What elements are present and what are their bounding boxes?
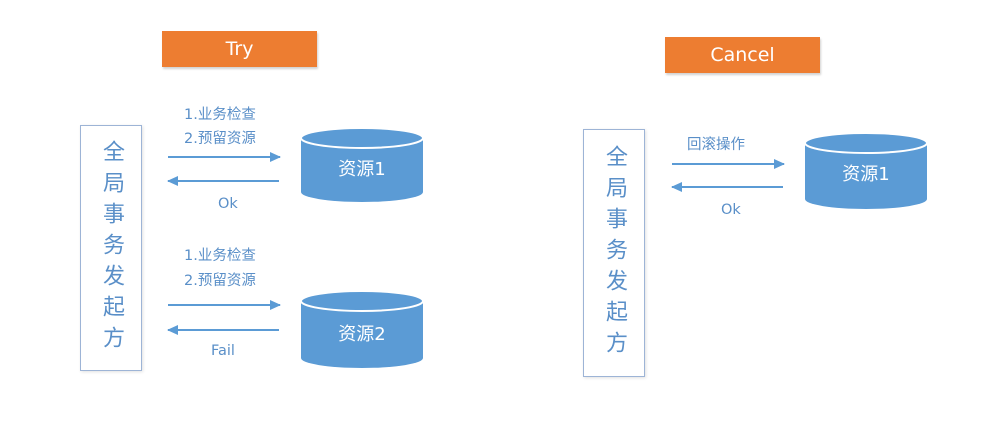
cancel-request-label: 回滚操作: [687, 137, 745, 153]
try-request-label-1-line-2: 2.预留资源: [184, 131, 256, 147]
cancel-response-label: Ok: [721, 202, 741, 218]
cancel-coordinator-label: 全局事务发起方: [602, 144, 627, 362]
try-resource1-label: 资源1: [338, 159, 386, 180]
try-coordinator-label: 全局事务发起方: [99, 139, 124, 357]
try-phase-label: Try: [162, 31, 317, 67]
try-request-label-2-line-2: 2.预留资源: [184, 273, 256, 289]
try-resource1-database: [300, 127, 424, 202]
try-response-label-1: Ok: [218, 196, 238, 212]
cancel-resource1-database: [804, 132, 928, 209]
try-request-label-1-line-1: 1.业务检查: [184, 107, 256, 123]
cancel-phase-label: Cancel: [665, 37, 820, 73]
try-resource2-database: [300, 290, 424, 368]
try-request-label-2-line-1: 1.业务检查: [184, 248, 256, 264]
try-resource2-label: 资源2: [338, 324, 386, 345]
cancel-coordinator-box: 全局事务发起方: [583, 129, 645, 377]
try-response-label-2: Fail: [211, 343, 235, 359]
try-coordinator-box: 全局事务发起方: [80, 125, 142, 371]
cancel-resource1-label: 资源1: [842, 164, 890, 185]
